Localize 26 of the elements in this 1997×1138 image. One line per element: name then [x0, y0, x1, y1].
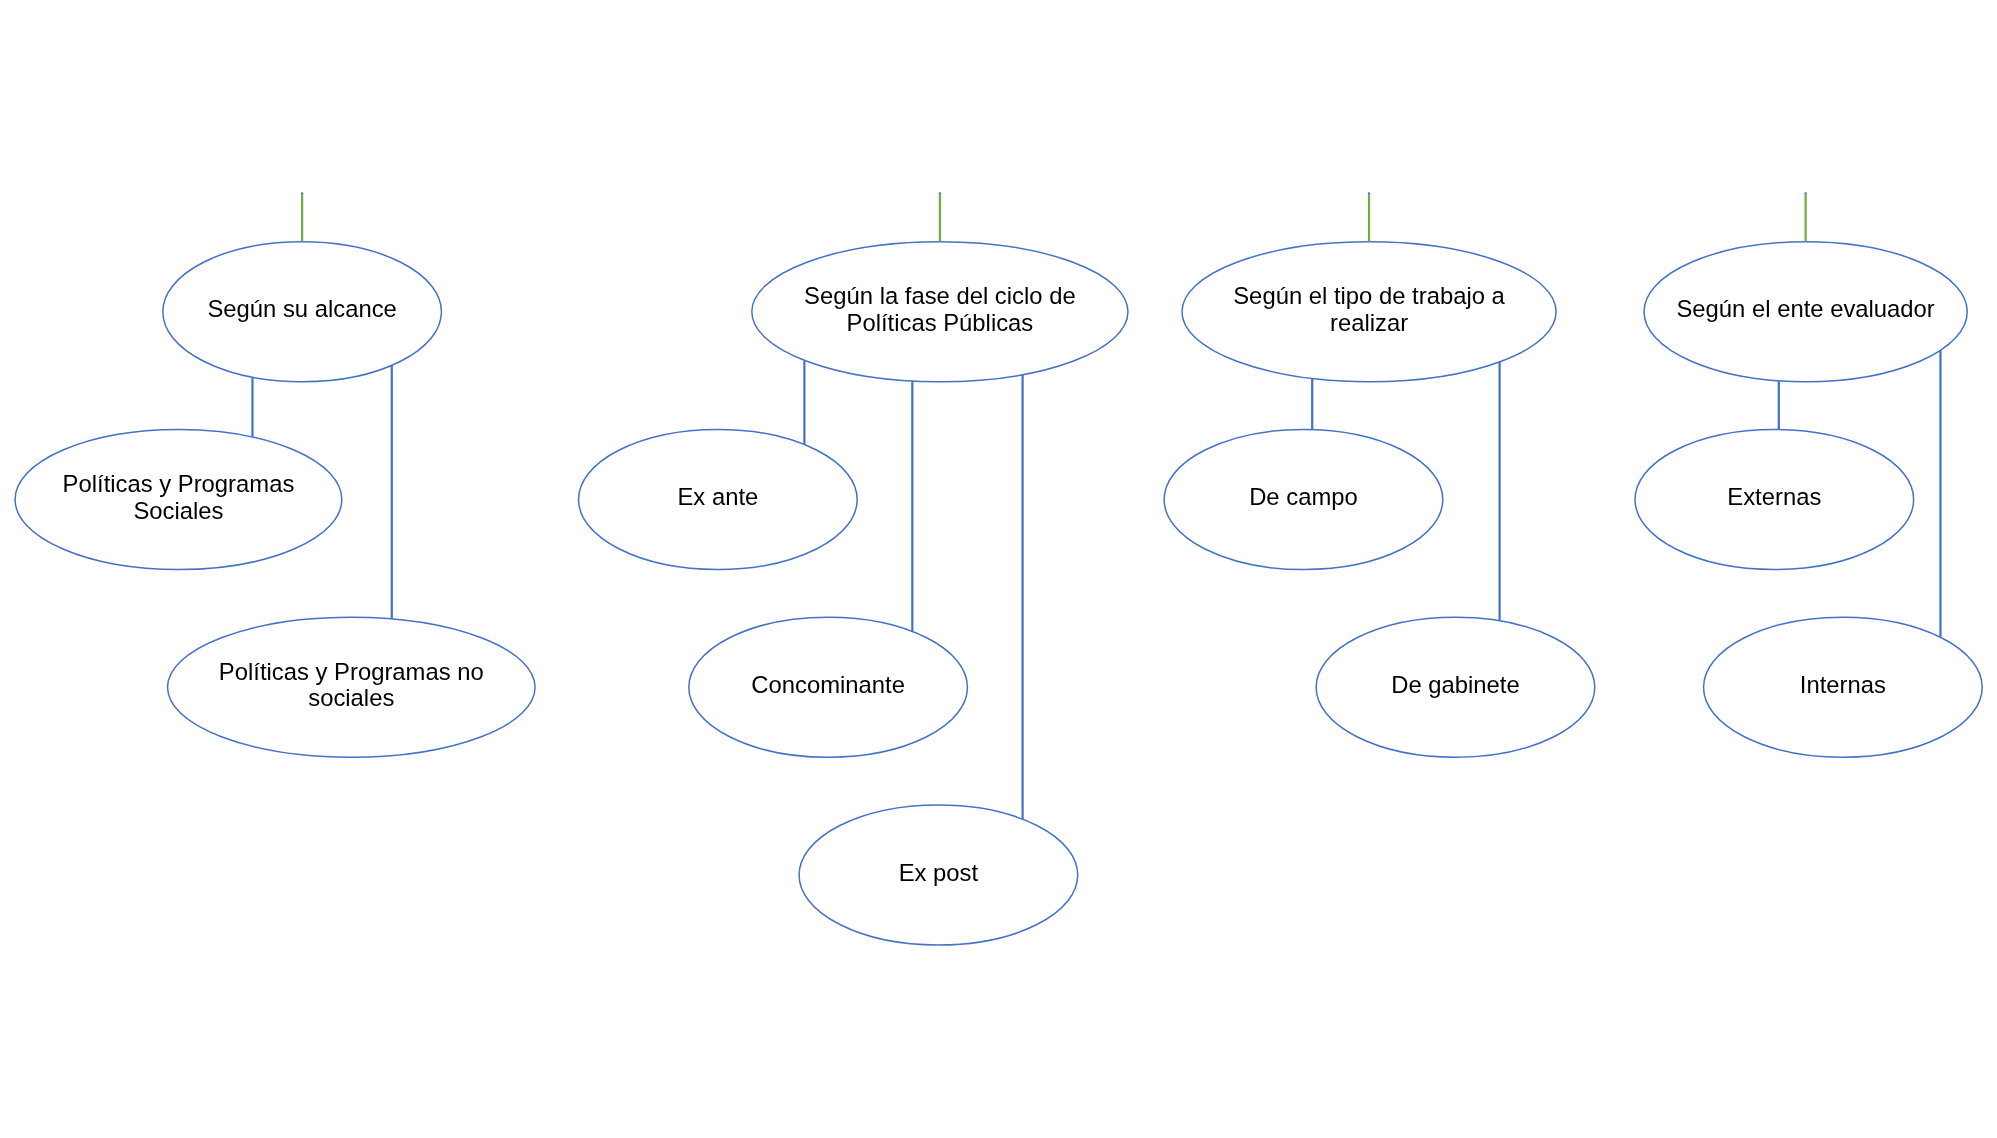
connector	[1804, 194, 1807, 242]
node-ellipse: Según su alcance	[162, 240, 443, 383]
node-ellipse: De gabinete	[1315, 616, 1596, 759]
node-ellipse: Según la fase del ciclo de Políticas Públicas	[751, 240, 1129, 383]
node-ellipse: Políticas y Programas no sociales	[166, 616, 536, 759]
connector	[390, 365, 393, 619]
node-ellipse: De campo	[1163, 428, 1444, 571]
connector	[1777, 381, 1780, 430]
connector	[1311, 379, 1314, 430]
connector	[1021, 374, 1024, 820]
node-ellipse: Externas	[1634, 428, 1915, 571]
node-ellipse: Ex post	[798, 804, 1079, 946]
connector	[1498, 362, 1501, 621]
connector	[911, 381, 914, 632]
connector	[301, 194, 304, 242]
connector	[938, 194, 941, 242]
connector	[1367, 194, 1371, 242]
node-ellipse: Concominante	[688, 616, 969, 759]
node-ellipse: Internas	[1702, 616, 1983, 759]
connector	[803, 360, 806, 445]
connector	[1939, 350, 1942, 637]
node-ellipse: Políticas y Programas Sociales	[14, 428, 343, 571]
node-ellipse: Según el ente evaluador	[1643, 240, 1968, 383]
connector	[251, 377, 254, 437]
node-ellipse: Ex ante	[577, 428, 858, 571]
node-ellipse: Según el tipo de trabajo a realizar	[1181, 240, 1557, 383]
